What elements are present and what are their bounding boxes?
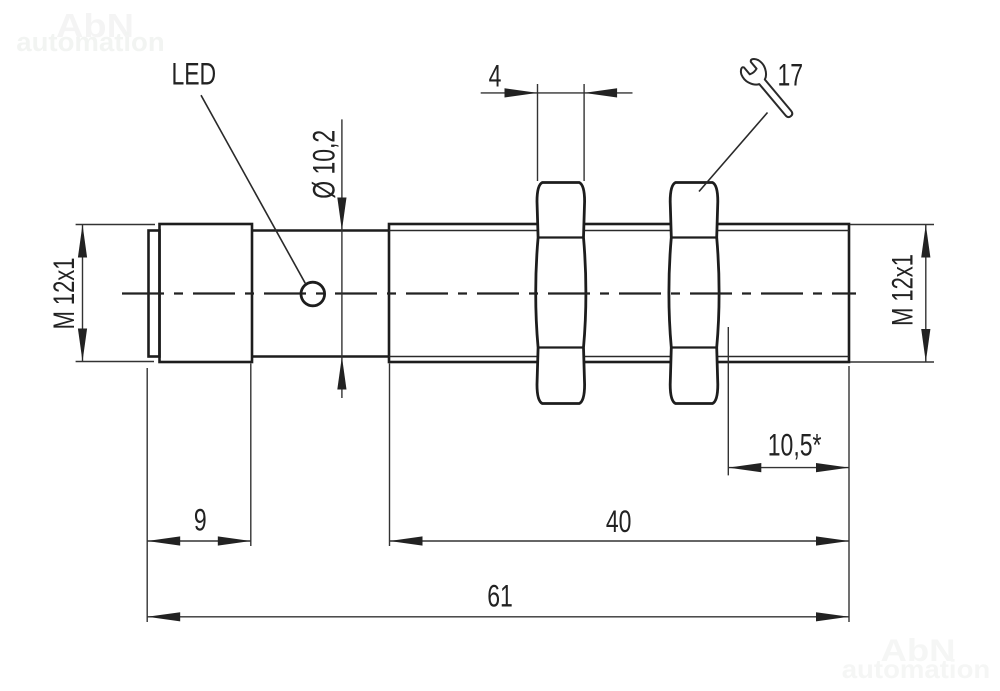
svg-text:M 12x1: M 12x1 <box>885 254 919 326</box>
svg-text:61: 61 <box>487 578 513 613</box>
svg-text:LED: LED <box>171 56 216 91</box>
svg-text:M 12x1: M 12x1 <box>47 258 81 330</box>
svg-text:Ø 10,2: Ø 10,2 <box>306 130 341 199</box>
svg-text:4: 4 <box>489 58 502 93</box>
svg-text:40: 40 <box>606 503 632 538</box>
svg-text:9: 9 <box>194 502 207 537</box>
svg-text:10,5*: 10,5* <box>768 427 822 462</box>
svg-text:17: 17 <box>778 57 804 92</box>
